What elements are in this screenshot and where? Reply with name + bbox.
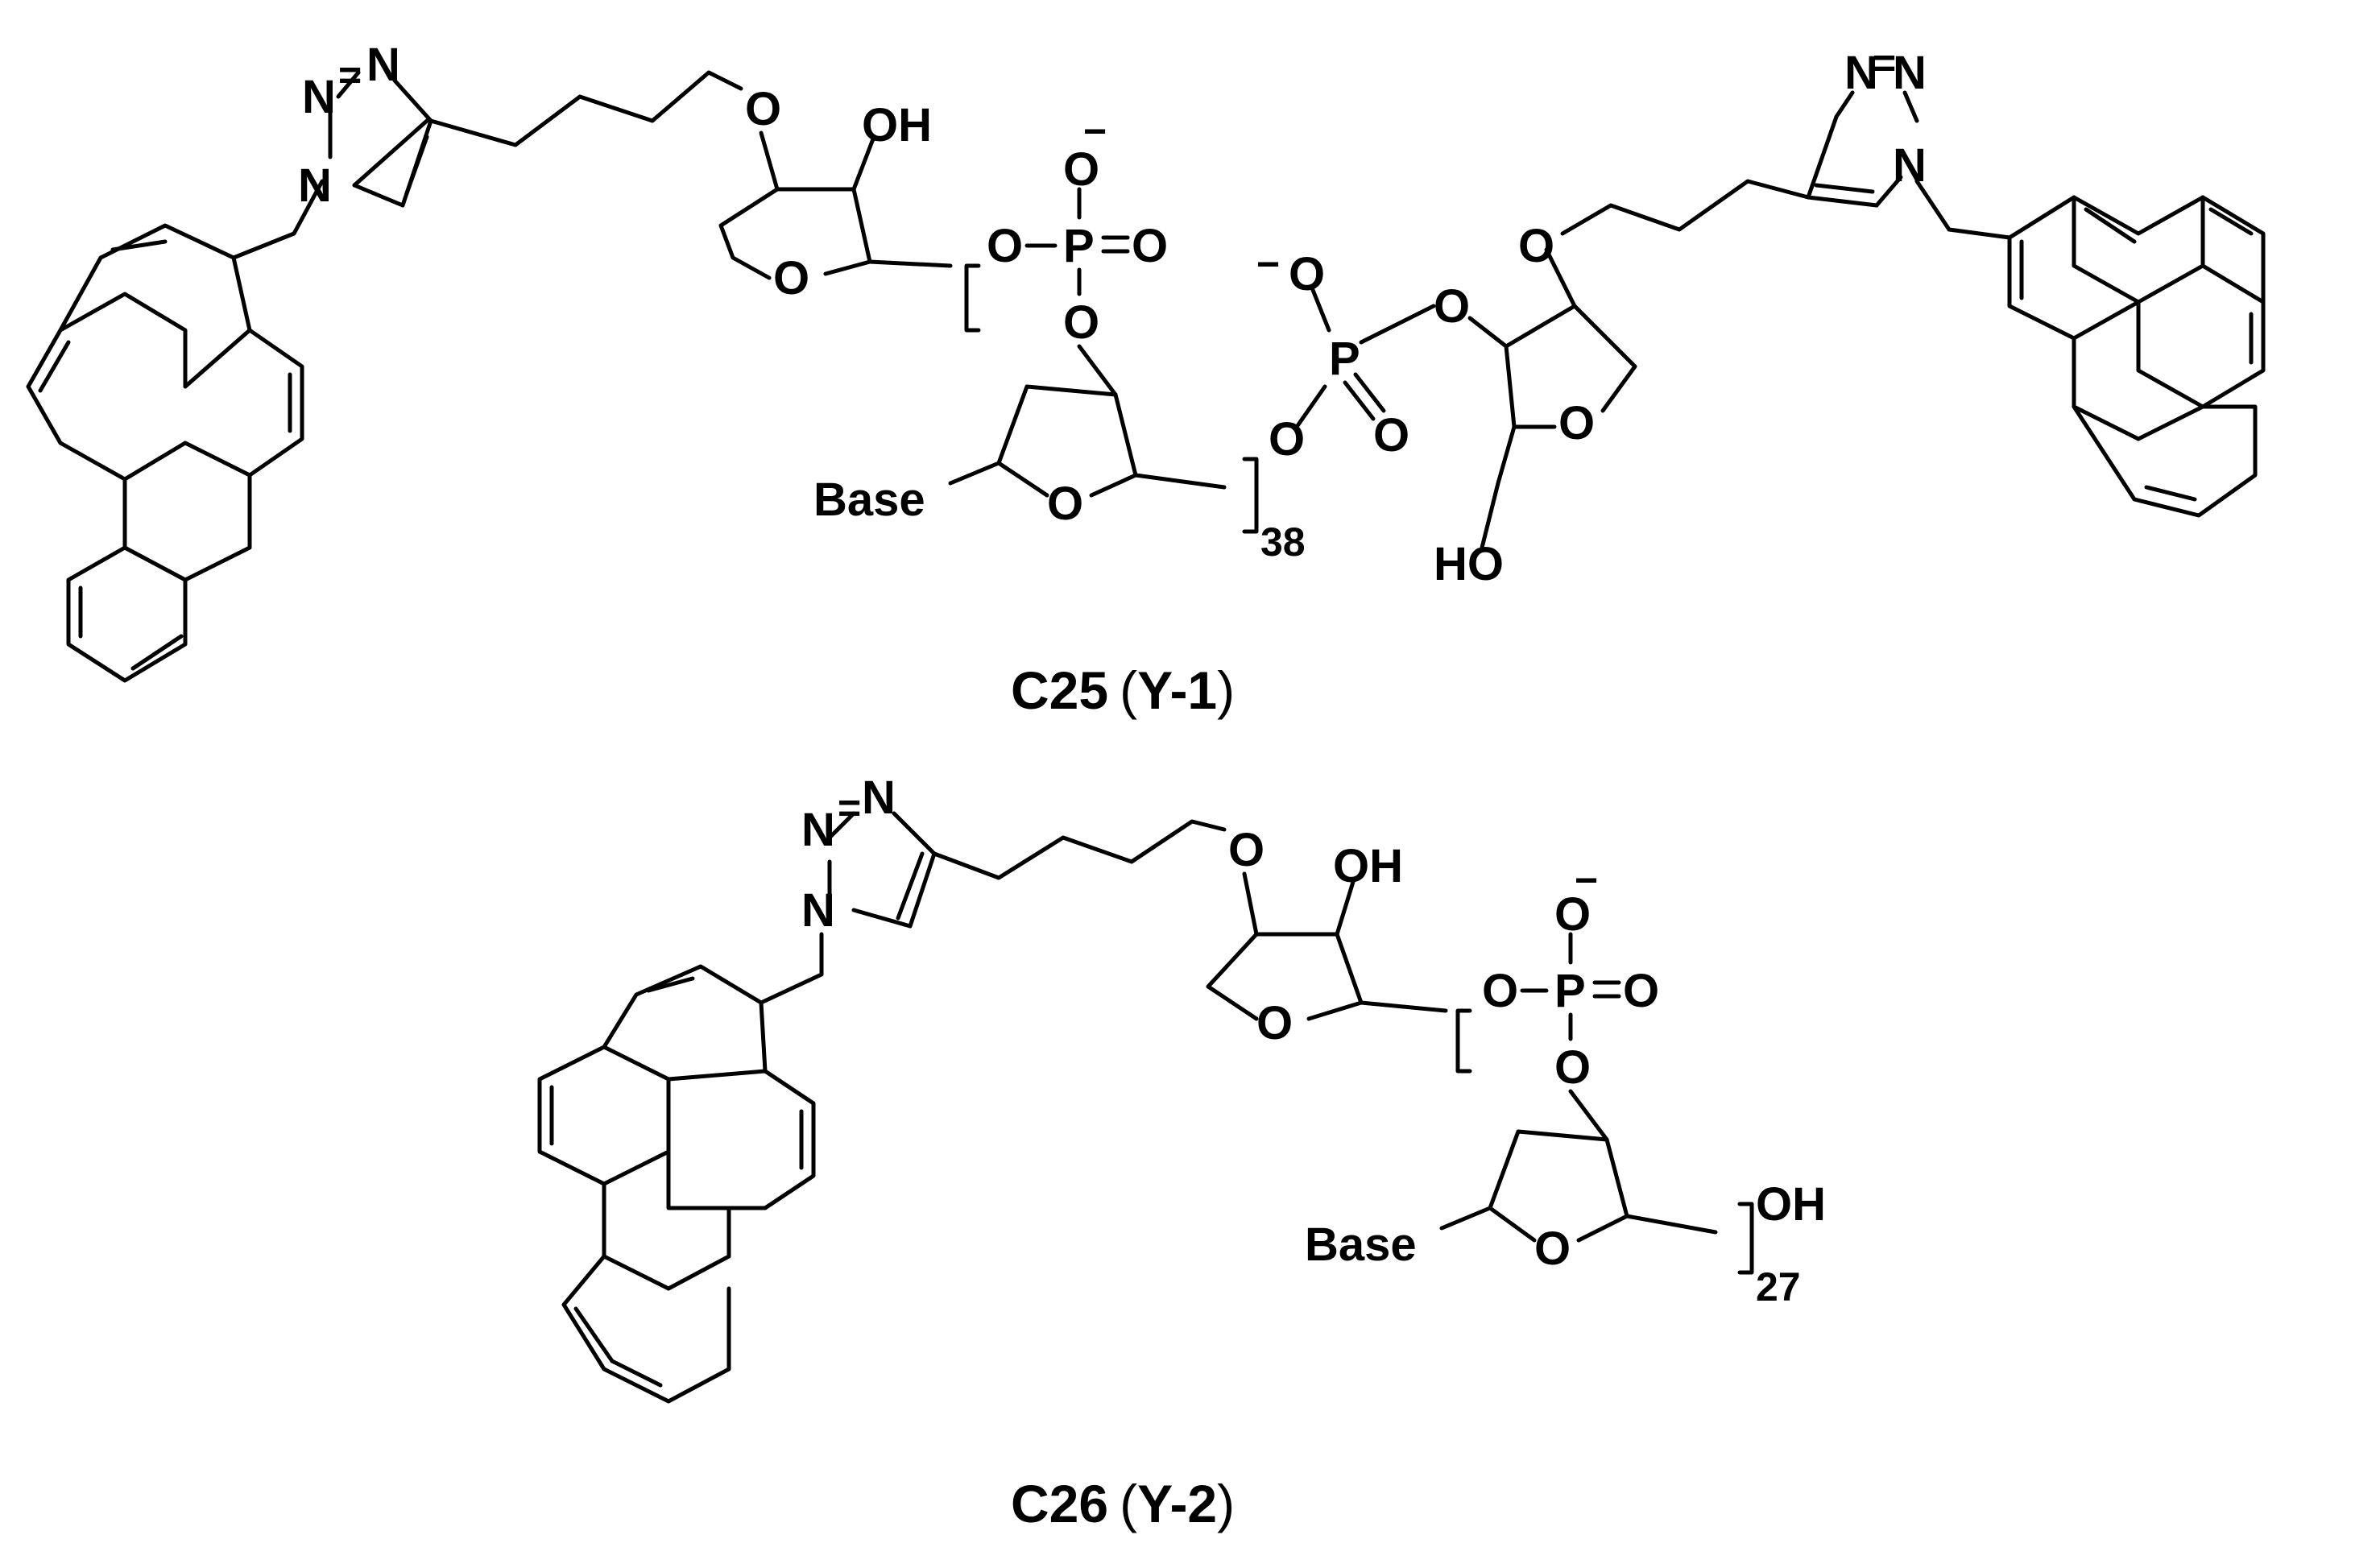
c25-repeat-count: 38 bbox=[1260, 519, 1306, 565]
c25-deoxyribose-ring bbox=[948, 344, 1227, 498]
c26-repeat-count: 27 bbox=[1756, 1264, 1801, 1310]
c26-pyrene-ring bbox=[537, 964, 816, 1404]
c25-caption-label: C25 bbox=[1011, 660, 1108, 720]
c26-repeat-bracket bbox=[1455, 1008, 1754, 1275]
c26-sugar-hydroxyl: OH bbox=[1333, 840, 1403, 892]
left-alkyl-linker bbox=[428, 70, 743, 147]
right-triazole-n2: N bbox=[1893, 47, 1927, 99]
left-sugar-ring bbox=[718, 130, 953, 280]
structure-c25: N N N = O O OH O P O O − O bbox=[26, 39, 2266, 683]
right-sugar-hydroxyl: HO bbox=[1434, 538, 1504, 590]
right-triazole-bond-marker: = bbox=[1873, 40, 1896, 85]
c26-caption: C26(Y-2) bbox=[1011, 1474, 1235, 1533]
left-triazole-n3: N bbox=[366, 39, 400, 91]
c26-phosphate-ester-o: O bbox=[1554, 1041, 1591, 1094]
c25-repeat-bracket bbox=[964, 263, 1259, 534]
c25-phosphorus: P bbox=[1063, 220, 1095, 272]
left-pyrene-ring bbox=[26, 223, 304, 683]
c25-bridge-negative-charge: − bbox=[1256, 242, 1280, 287]
right-sugar-ring-oxygen: O bbox=[1558, 397, 1595, 449]
c26-phosphorus: P bbox=[1554, 965, 1586, 1017]
left-sugar-hydroxyl: OH bbox=[862, 99, 932, 151]
c26-phosphate-double-o: O bbox=[1623, 965, 1659, 1017]
c26-sugar-ring-oxygen: O bbox=[1256, 997, 1293, 1049]
left-sugar-ring-oxygen: O bbox=[773, 252, 809, 304]
left-triazole-n1: N bbox=[298, 159, 332, 212]
c26-deoxyribose-ring bbox=[1439, 1089, 1718, 1243]
right-alkyl-linker bbox=[1560, 179, 1811, 236]
c26-base-label: Base bbox=[1305, 1219, 1417, 1271]
right-triazole-n3: N bbox=[1893, 139, 1927, 192]
right-sugar-ring bbox=[1467, 247, 1637, 550]
c26-caption-alias: Y-2 bbox=[1137, 1474, 1217, 1533]
c26-triazole-n3: N bbox=[862, 772, 896, 824]
structure-c26: N N = N O O OH O P O O − O bbox=[537, 772, 1826, 1404]
c26-triazole-n1: N bbox=[801, 884, 835, 937]
c25-phosphate-ester-o: O bbox=[1063, 296, 1099, 349]
c25-base-label: Base bbox=[813, 474, 925, 526]
c25-phosphate-double-o: O bbox=[1132, 220, 1168, 272]
right-triazole bbox=[1806, 90, 2012, 240]
c25-phosphate-bridge-o: O bbox=[987, 220, 1023, 272]
c26-deoxyribose-ring-oxygen: O bbox=[1534, 1223, 1571, 1275]
c25-caption: C25(Y-1) bbox=[1011, 660, 1235, 720]
c25-bridge-o-right: O bbox=[1434, 280, 1470, 333]
left-ether-oxygen: O bbox=[745, 83, 781, 135]
right-pyrene-ring bbox=[2007, 195, 2266, 518]
c25-negative-charge: − bbox=[1083, 109, 1107, 154]
c26-negative-charge: − bbox=[1575, 858, 1598, 903]
c26-triazole bbox=[759, 811, 937, 1005]
c26-phosphate-bridge-o: O bbox=[1482, 965, 1518, 1017]
left-triazole bbox=[231, 70, 433, 260]
right-ether-oxygen: O bbox=[1518, 220, 1554, 272]
c25-bridge-o-double: O bbox=[1373, 409, 1409, 461]
c26-sugar-ring bbox=[1206, 871, 1448, 1021]
c26-triazole-n2: N bbox=[801, 804, 835, 856]
c26-ether-oxygen: O bbox=[1228, 824, 1265, 876]
c26-phosphate-anion-o: O bbox=[1554, 888, 1591, 941]
c26-triazole-bond-marker: = bbox=[838, 785, 861, 830]
c26-terminal-hydroxyl: OH bbox=[1756, 1178, 1826, 1231]
left-triazole-bond-marker: = bbox=[338, 52, 362, 97]
c25-phosphate-anion-o: O bbox=[1063, 143, 1099, 196]
right-triazole-n1: N bbox=[1844, 47, 1878, 99]
c25-deoxyribose-ring-oxygen: O bbox=[1047, 478, 1083, 530]
c25-bridge-o-anion: O bbox=[1289, 248, 1325, 300]
c25-caption-alias: Y-1 bbox=[1137, 660, 1217, 720]
c26-alkyl-linker bbox=[932, 819, 1227, 880]
left-triazole-n2: N bbox=[302, 71, 336, 123]
c26-caption-label: C26 bbox=[1011, 1474, 1108, 1533]
